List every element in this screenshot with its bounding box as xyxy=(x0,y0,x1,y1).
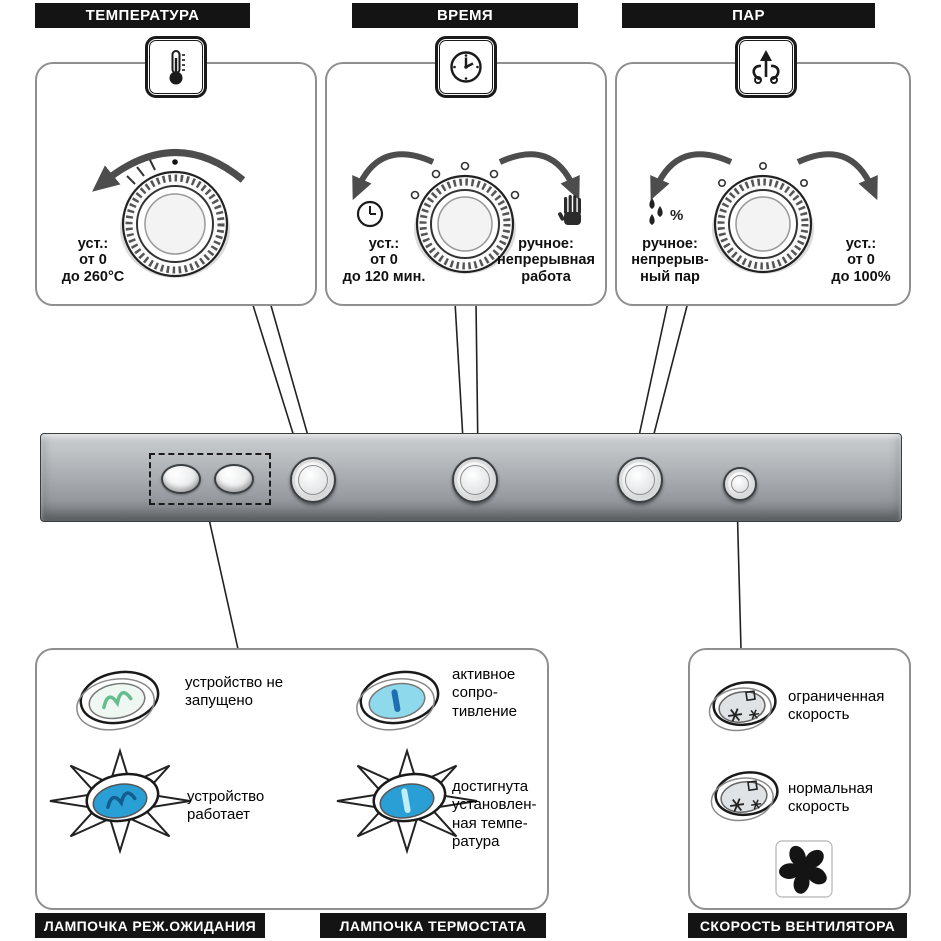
standby-on-label: устройство работает xyxy=(187,788,265,824)
fan-speed-button-limited xyxy=(708,681,777,732)
standby-off-label: устройство не запущено xyxy=(185,674,284,710)
thermometer-icon-frame xyxy=(149,40,203,94)
fan-icon xyxy=(775,840,833,898)
thermostat-symbol xyxy=(391,689,401,713)
square-icon xyxy=(745,690,756,702)
temperature-control-knob xyxy=(290,457,336,503)
manual-steam-arrow xyxy=(650,151,733,201)
steam-manual-label: ручное: непрерыв- ный пар xyxy=(631,236,709,285)
time-range-label: уст.: от 0 до 120 мин. xyxy=(342,236,426,285)
fan-mini-icon xyxy=(751,799,762,810)
dial-mode-marks xyxy=(410,161,520,200)
knob-index-mark xyxy=(172,159,178,165)
control-strip xyxy=(40,433,902,522)
timer-knob xyxy=(352,151,581,274)
standby-lamp-off xyxy=(76,670,160,731)
thermostat-reached-label: достигнута установлен- ная темпе- ратура xyxy=(452,778,537,850)
header-time: ВРЕМЯ xyxy=(352,3,578,28)
footer-thermostat-lamp: ЛАМПОЧКА ТЕРМОСТАТА xyxy=(320,913,546,938)
steam-control-knob xyxy=(617,457,663,503)
temperature-knob-cap xyxy=(298,465,328,495)
clock-icon xyxy=(435,36,497,98)
steam-knob: % xyxy=(649,151,878,274)
thermostat-active-label: активное сопро- тивление xyxy=(452,666,517,720)
thermostat-lamp-active xyxy=(356,670,440,731)
temperature-range-label: уст.: от 0 до 260°C xyxy=(61,236,125,285)
steam-icon xyxy=(735,36,797,98)
thermometer-icon xyxy=(145,36,207,98)
temperature-callout-panel: уст.: от 0 до 260°C xyxy=(35,36,317,306)
svg-text:%: % xyxy=(670,207,683,224)
footer-standby-lamp: ЛАМПОЧКА РЕЖ.ОЖИДАНИЯ xyxy=(35,913,265,938)
indicator-lights-group xyxy=(149,453,271,505)
fan-speed-button-normal xyxy=(710,771,779,822)
manual-mode-arrow xyxy=(498,151,580,201)
hand-icon xyxy=(558,195,581,225)
set-steam-arrow xyxy=(796,151,878,201)
snowflake-icon xyxy=(727,708,743,722)
timer-knob-cap xyxy=(460,465,490,495)
header-temperature: ТЕМПЕРАТУРА xyxy=(35,3,250,28)
fan-mini-icon xyxy=(749,709,760,720)
set-time-arrow xyxy=(352,151,435,201)
footer-fan-speed: СКОРОСТЬ ВЕНТИЛЯТОРА xyxy=(688,913,907,938)
thermometer-glyph xyxy=(169,50,185,85)
square-icon xyxy=(747,780,758,792)
fan-blades xyxy=(779,845,827,894)
indicator-lamps-panel: устройство не запущено устройство работа… xyxy=(35,648,549,910)
time-manual-label: ручное: непрерывная работа xyxy=(497,236,595,285)
clock-glyph xyxy=(450,51,482,83)
steam-icon-frame xyxy=(739,40,793,94)
clock-icon-frame xyxy=(439,40,493,94)
standby-indicator-light xyxy=(161,464,201,494)
steam-callout-panel: % ручное: непрерыв- ный пар уст.: от 0 д… xyxy=(615,36,911,306)
snowflake-icon xyxy=(729,798,745,812)
counterclockwise-arrow xyxy=(92,149,246,192)
temperature-knob xyxy=(92,149,246,278)
steam-knob-cap xyxy=(625,465,655,495)
fan-normal-label: нормальная скорость xyxy=(788,780,873,816)
standby-symbol xyxy=(102,691,133,710)
thermostat-symbol-lit xyxy=(401,788,411,814)
fan-speed-switch-cap xyxy=(731,475,749,493)
thermostat-indicator-light xyxy=(214,464,254,494)
droplets-percent-icon: % xyxy=(649,198,683,225)
dial-steam-marks xyxy=(718,161,809,187)
standby-lamp-on xyxy=(49,747,191,855)
thermostat-lamp-reached xyxy=(336,747,478,855)
header-steam: ПАР xyxy=(622,3,875,28)
steam-glyph xyxy=(752,50,780,84)
small-clock-icon xyxy=(356,200,384,228)
fan-speed-panel: ограниченная скорость нормальная скорост… xyxy=(688,648,911,910)
time-callout-panel: уст.: от 0 до 120 мин. ручное: непрерывн… xyxy=(325,36,607,306)
fan-limited-label: ограниченная скорость xyxy=(788,688,885,724)
fan-speed-switch xyxy=(723,467,757,501)
timer-control-knob xyxy=(452,457,498,503)
steam-range-label: уст.: от 0 до 100% xyxy=(831,236,891,285)
standby-symbol-lit xyxy=(106,791,137,809)
